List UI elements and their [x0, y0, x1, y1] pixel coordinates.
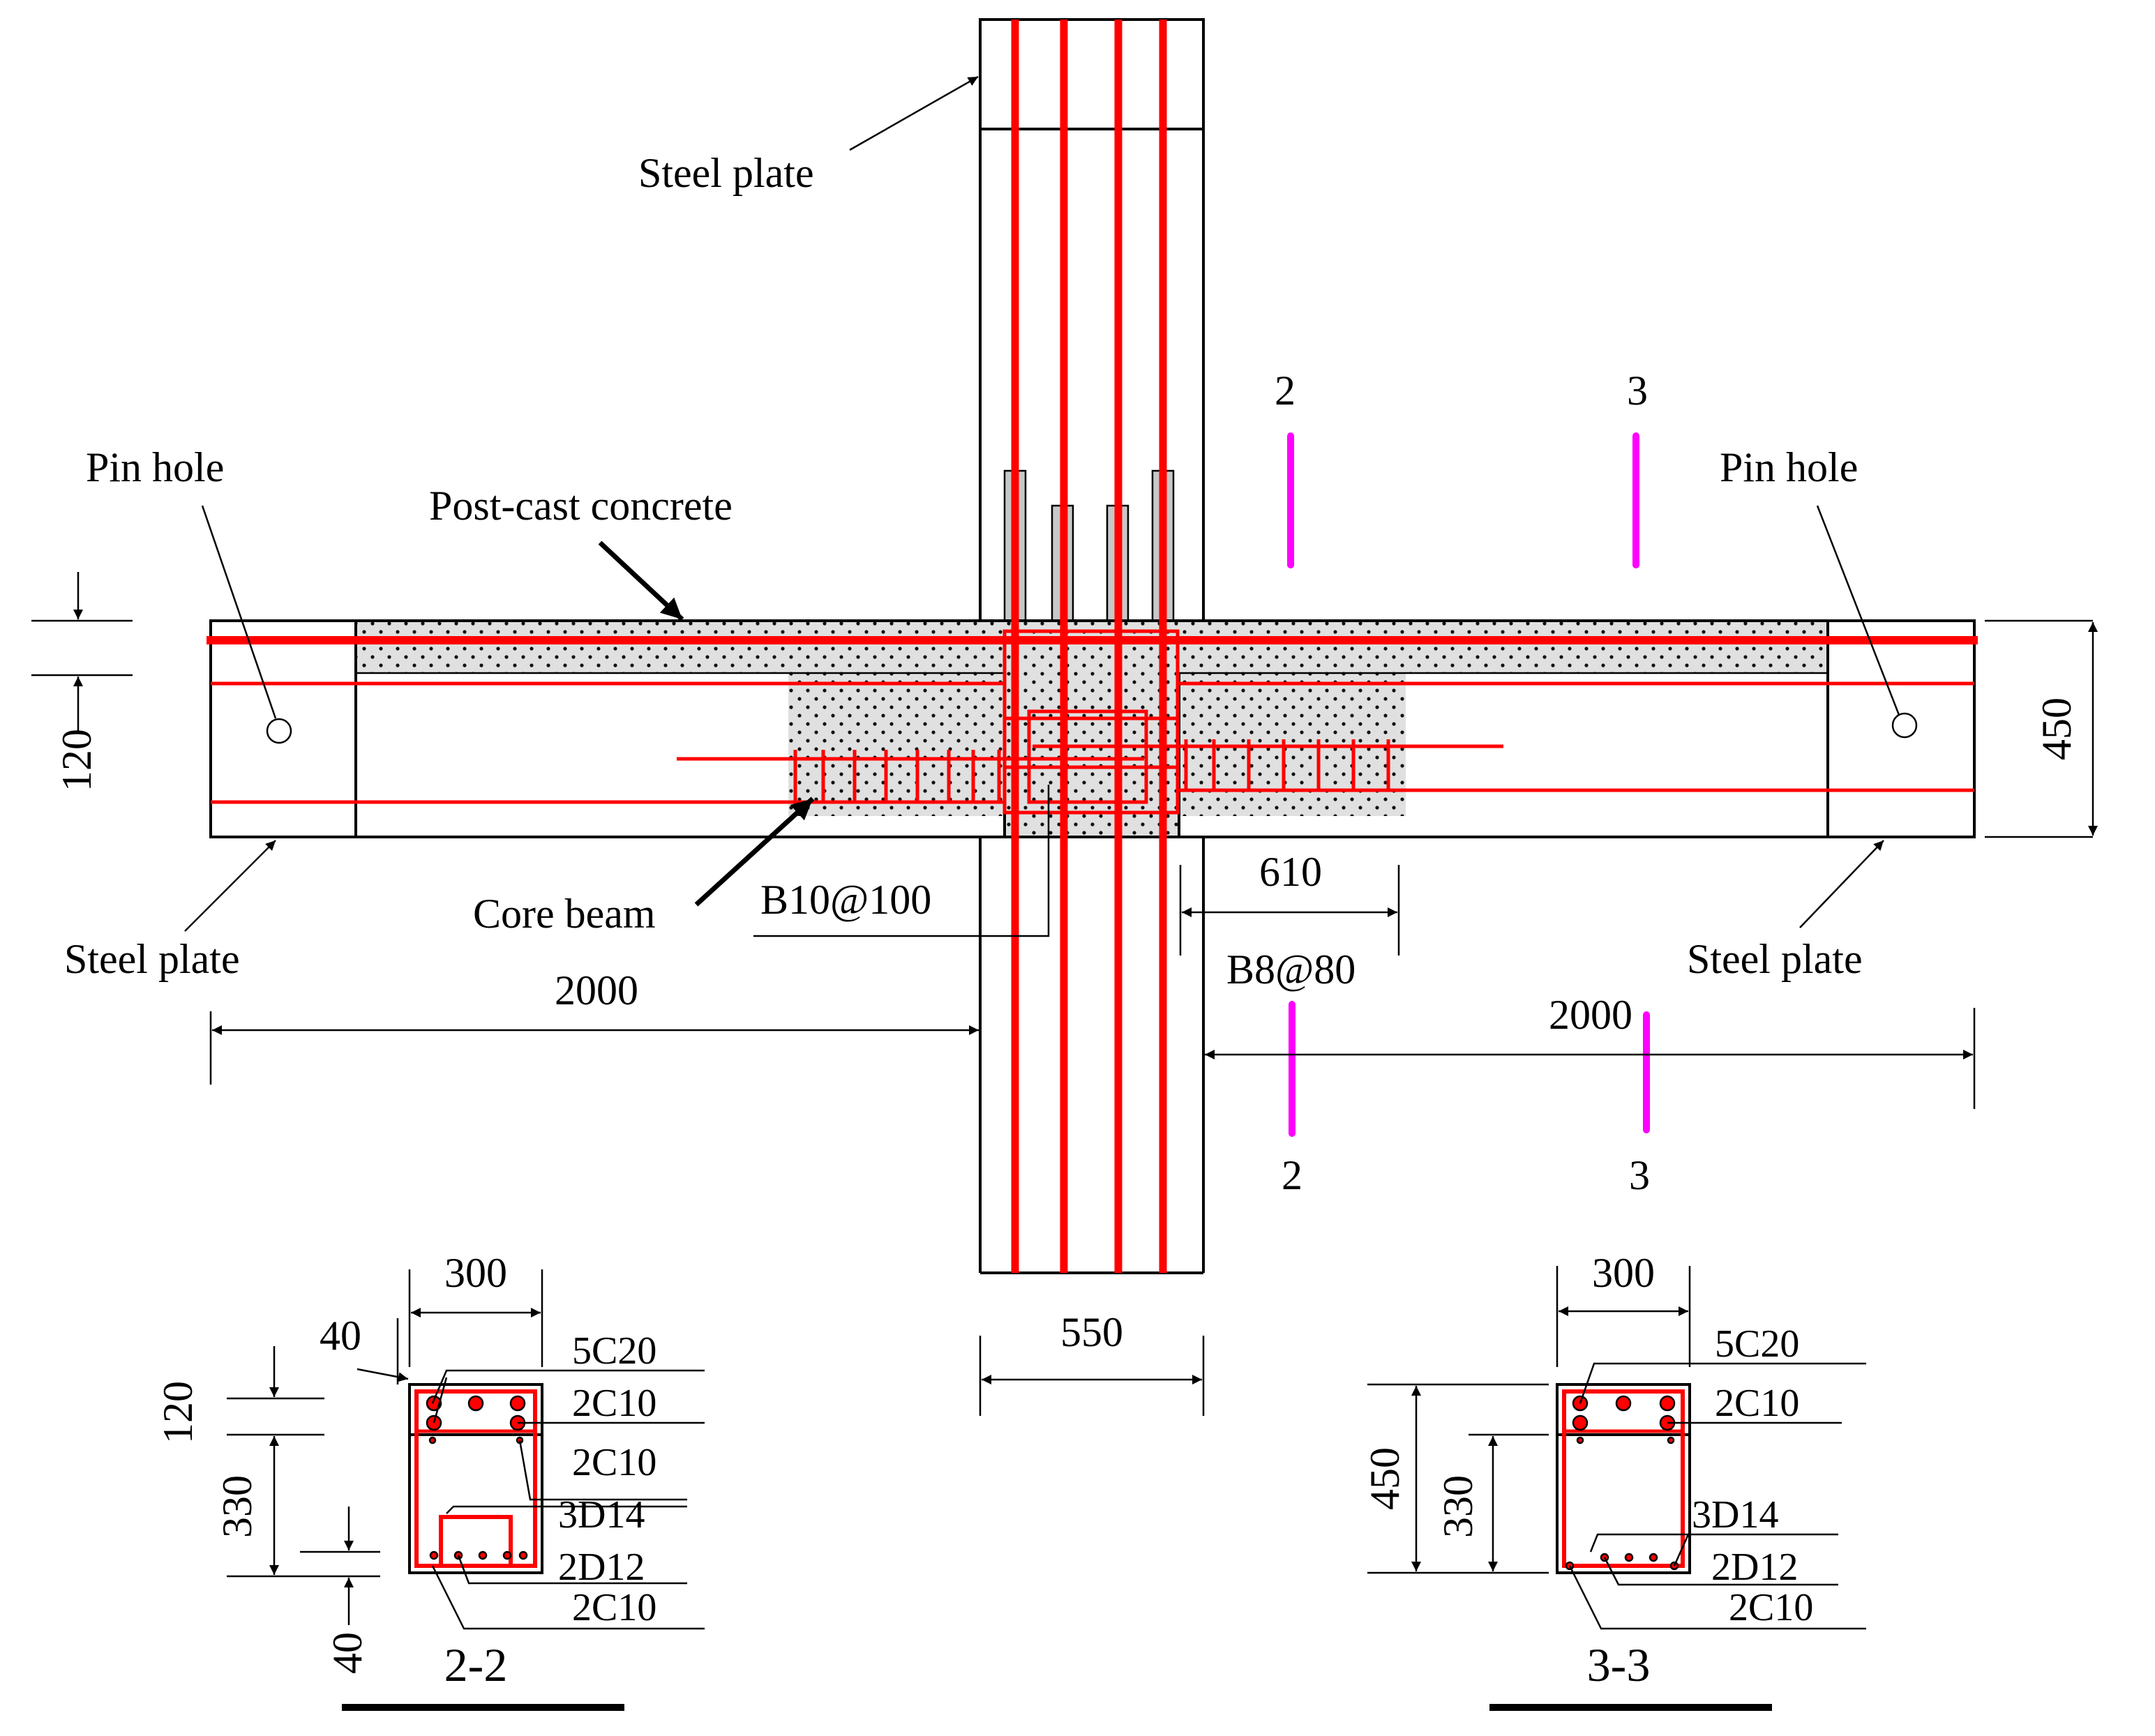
joint-stirrup [1003, 629, 1180, 815]
section-2-2-bar-5: 2D12 [558, 1546, 645, 1589]
core-length-label: 610 [1259, 849, 1322, 895]
beam-depth-label: 450 [2034, 697, 2080, 760]
pin-hole-left-leader [201, 505, 277, 719]
section-2-bottom-label: 2 [1282, 1152, 1302, 1198]
core-beam-arrow [694, 797, 815, 907]
stirrup-joint-label: B10@100 [760, 877, 931, 923]
section-2-2-title: 2-2 [444, 1638, 508, 1691]
section-2-2-outline [408, 1383, 543, 1574]
section-2-2-slab-label: 120 [155, 1381, 201, 1444]
steel-plate-left-label: Steel plate [64, 936, 240, 982]
joint-stirrup [1027, 709, 1148, 804]
section-2-2: 5C20 2C10 2C10 3D14 2D12 2C10 300 40 120… [155, 1250, 705, 1711]
section-3-3-outline [1556, 1383, 1691, 1574]
section-2-2-bar-3: 2C10 [572, 1441, 656, 1484]
post-cast-concrete-arrow [598, 541, 684, 621]
slab-depth-label: 120 [54, 729, 100, 792]
stirrup-beam-label: B8@80 [1226, 946, 1356, 992]
section-2-2-cover-top-label: 40 [320, 1313, 361, 1359]
section-2-2-bar-1: 5C20 [572, 1329, 656, 1373]
right-steel-plate [1826, 619, 1976, 838]
section-2-2-bar-6: 2C10 [572, 1586, 656, 1629]
pin-hole-right-leader [1816, 505, 1900, 716]
section-3-3-width-label: 300 [1592, 1250, 1655, 1296]
section-3-3: 5C20 2C10 3D14 2D12 2C10 300 450 330 3-3 [1362, 1250, 1866, 1711]
section-3-3-bar-5: 2C10 [1729, 1586, 1813, 1629]
section-3-3-bar-4: 2D12 [1711, 1546, 1798, 1589]
section-2-top-label: 2 [1275, 368, 1296, 414]
dimensions: 120 450 610 2000 2000 550 [31, 572, 2098, 1416]
steel-plate-top-leader [849, 75, 979, 151]
section-3-3-bar-3: 3D14 [1692, 1493, 1778, 1537]
core-beam-left-stirrups [793, 750, 1001, 802]
section-2-2-leaders [431, 1369, 705, 1630]
section-2-2-cover-bottom-label: 40 [324, 1632, 370, 1674]
section-2-2-cover-arrow [356, 1368, 409, 1382]
section-3-3-bars [1565, 1395, 1679, 1571]
left-steel-plate [209, 619, 357, 838]
section-3-3-lower-label: 330 [1435, 1475, 1481, 1538]
section-marks [1287, 432, 1650, 1137]
left-pin-hole [266, 718, 292, 744]
right-pin-hole [1891, 712, 1918, 739]
section-3-3-bar-2: 2C10 [1715, 1382, 1799, 1425]
steel-plate-right-leader [1799, 840, 1884, 928]
core-beam-label: Core beam [473, 891, 656, 937]
section-2-2-lower-label: 330 [214, 1475, 260, 1538]
section-2-2-core-stirrup [439, 1515, 513, 1568]
post-cast-concrete-label: Post-cast concrete [429, 483, 733, 529]
pin-hole-right-label: Pin hole [1720, 444, 1858, 490]
column-top-plate [979, 18, 1205, 130]
section-2-2-width-label: 300 [444, 1250, 507, 1296]
section-2-2-bar-4: 3D14 [558, 1493, 645, 1537]
beam-left-span-label: 2000 [555, 967, 638, 1013]
column-width-label: 550 [1060, 1309, 1123, 1355]
pin-hole-left-label: Pin hole [86, 444, 224, 490]
section-3-3-total-label: 450 [1362, 1447, 1408, 1510]
core-beam-right-stirrups [1184, 739, 1390, 790]
steel-plate-right-label: Steel plate [1687, 936, 1863, 982]
section-2-2-bar-2: 2C10 [572, 1382, 656, 1425]
stirrup-joint-leader [753, 785, 1050, 937]
steel-plate-top-label: Steel plate [638, 150, 814, 196]
beam-right-span-label: 2000 [1549, 992, 1632, 1038]
section-3-3-title: 3-3 [1587, 1638, 1651, 1691]
rebar [207, 20, 1978, 1273]
section-3-3-leaders [1568, 1362, 1866, 1630]
section-3-3-bar-1: 5C20 [1715, 1322, 1799, 1366]
section-3-top-label: 3 [1627, 368, 1648, 414]
callouts: Steel plate Pin hole Pin hole Post-cast … [64, 75, 1900, 992]
steel-plate-left-leader [184, 840, 276, 932]
section-3-bottom-label: 3 [1629, 1152, 1650, 1198]
section-3-3-outer-stirrup [1562, 1389, 1685, 1568]
